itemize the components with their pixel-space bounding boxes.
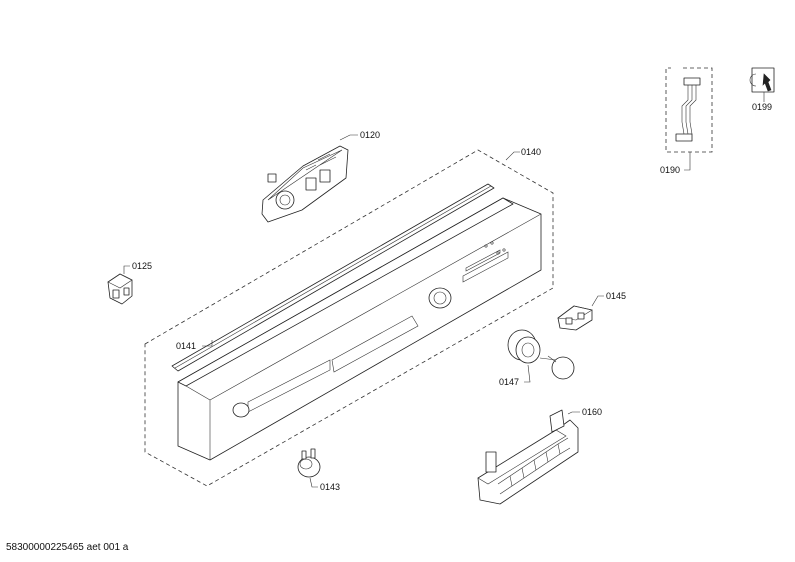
- mounting-bracket: [477, 409, 579, 505]
- fascia-panel: [177, 197, 542, 461]
- leader-0120: [339, 134, 358, 141]
- small-switch: [107, 273, 133, 305]
- leader-0125: [123, 265, 130, 274]
- panel-assembly-outline: [144, 149, 554, 487]
- leader-0147: [524, 364, 531, 383]
- leader-0140: [505, 151, 520, 161]
- service-manual-icon: [749, 67, 775, 93]
- leader-0141: [202, 340, 213, 347]
- label-0141: 0141: [176, 341, 196, 351]
- selector-knob: [507, 329, 575, 380]
- label-0140: 0140: [521, 147, 541, 157]
- label-0199: 0199: [752, 102, 772, 112]
- drawing-number: 58300000225465 aet 001 a: [6, 542, 129, 553]
- label-0160: 0160: [582, 407, 602, 417]
- leader-0145: [591, 295, 604, 307]
- connector: [557, 305, 593, 331]
- label-0190: 0190: [660, 165, 680, 175]
- leader-0143: [309, 477, 318, 488]
- leader-0160: [567, 411, 580, 415]
- label-0147: 0147: [499, 377, 519, 387]
- control-module: [261, 145, 349, 223]
- label-0125: 0125: [132, 261, 152, 271]
- label-0143: 0143: [320, 482, 340, 492]
- sensor-knob: [297, 448, 321, 478]
- label-0145: 0145: [606, 291, 626, 301]
- leader-0190: [684, 152, 691, 171]
- label-0120: 0120: [360, 130, 380, 140]
- wiring-harness: [665, 67, 713, 153]
